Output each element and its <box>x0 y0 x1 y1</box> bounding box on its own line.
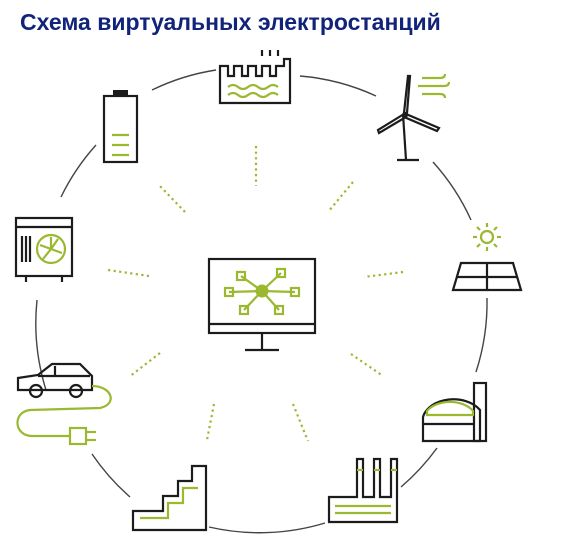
connection-ring <box>35 69 488 534</box>
factory-building-icon <box>131 464 208 532</box>
network-graph <box>223 267 301 316</box>
wind-turbine-icon <box>376 73 451 162</box>
solar-panel-icon <box>451 223 523 292</box>
wind-lines <box>418 73 451 99</box>
biogas-plant-icon <box>421 381 488 443</box>
connection-rays <box>107 146 404 442</box>
industrial-plant-icon <box>327 457 399 524</box>
heat-pump-icon <box>14 216 74 282</box>
hydro-power-plant-icon <box>218 50 292 105</box>
electric-car-icon <box>16 362 112 446</box>
battery-storage-icon <box>102 90 139 164</box>
page-title: Схема виртуальных электростанций <box>20 9 441 35</box>
monitor-network-icon <box>207 257 317 352</box>
